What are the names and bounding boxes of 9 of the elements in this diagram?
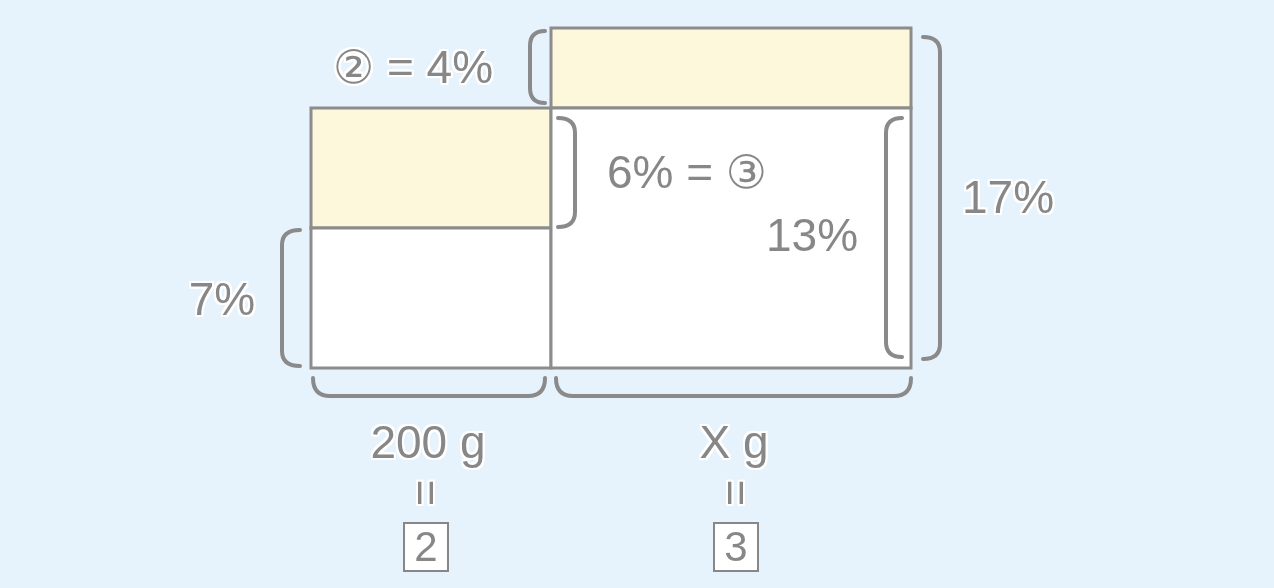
boxed-number: 3 <box>713 522 759 572</box>
equation-label: 6% = ③ <box>606 149 768 195</box>
percentage-label: 13% <box>765 212 859 258</box>
equals-sign: = <box>713 479 759 507</box>
percentage-label: 7% <box>188 276 256 322</box>
equals-sign: = <box>403 479 449 507</box>
equation-label: ② = 4% <box>332 44 494 90</box>
percentage-label: 17% <box>961 174 1055 220</box>
boxed-number: 2 <box>403 522 449 572</box>
